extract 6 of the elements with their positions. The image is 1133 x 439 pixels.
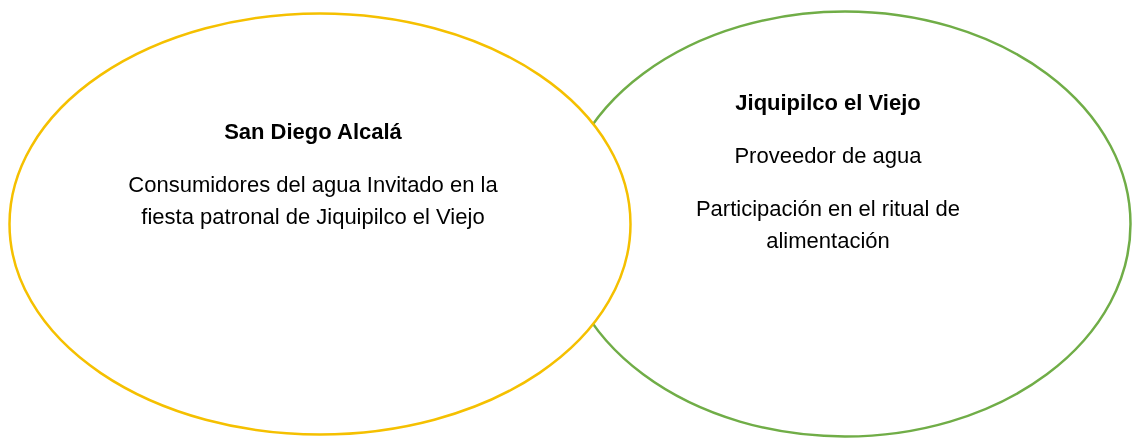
- venn-ellipse: [8, 12, 632, 436]
- group-heading: Jiquipilco el Viejo: [734, 89, 922, 117]
- description-text: Participación en el ritual de alimentación: [694, 195, 962, 255]
- description-text: Proveedor de agua: [733, 142, 923, 170]
- description-text: Consumidores del agua Invitado en la fiesta patronal de Jiquipilco el Viejo: [127, 171, 499, 231]
- group-heading: San Diego Alcalá: [223, 118, 403, 146]
